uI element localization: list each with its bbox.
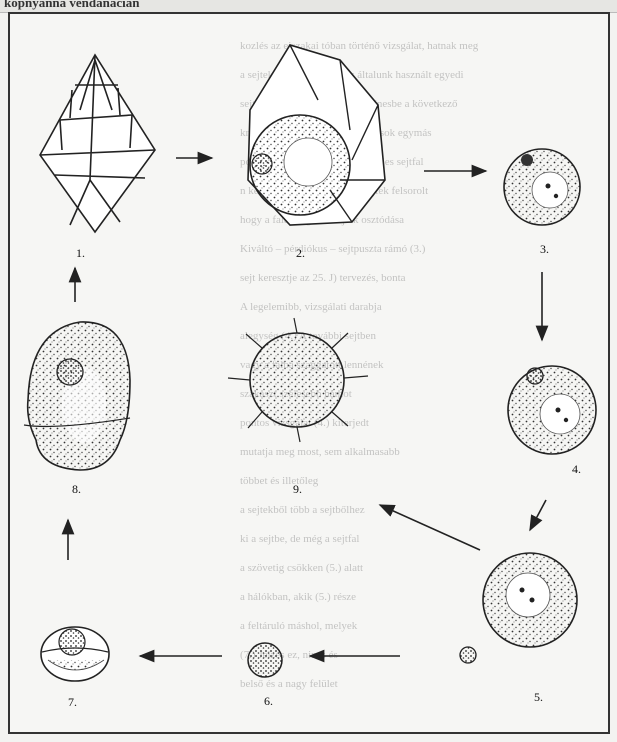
stage-4-cyst-budding xyxy=(508,366,596,454)
stage-label-9: 9. xyxy=(293,482,302,497)
stage-8-motile-cell xyxy=(24,322,130,470)
stage-3-cyst xyxy=(504,149,580,225)
stage-5-cyst xyxy=(460,553,577,663)
stage-label-3: 3. xyxy=(540,242,549,257)
stage-label-4: 4. xyxy=(572,462,581,477)
stage-2-theca-with-cyst xyxy=(248,45,385,225)
stage-label-5: 5. xyxy=(534,690,543,705)
stage-7-germinating-cell xyxy=(41,627,109,681)
stage-label-1: 1. xyxy=(76,246,85,261)
stage-1-theca xyxy=(40,55,155,232)
stage-9-spiny-cyst xyxy=(228,318,368,442)
stage-label-2: 2. xyxy=(296,246,305,261)
stage-6-small-cell xyxy=(248,643,282,677)
arrow-4-to-5 xyxy=(530,500,546,530)
stage-label-7: 7. xyxy=(68,695,77,710)
stage-label-8: 8. xyxy=(72,482,81,497)
arrow-4-to-9 xyxy=(380,505,480,550)
stage-label-6: 6. xyxy=(264,694,273,709)
